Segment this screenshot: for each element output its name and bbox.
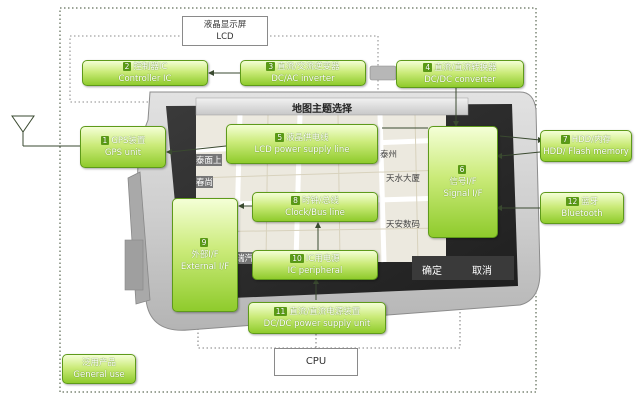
- component-number: 7: [560, 135, 570, 144]
- component-cn: 蓝牙: [581, 197, 599, 207]
- map-place-label: 泰州: [380, 150, 398, 160]
- general-use-cn: 泛用产品: [81, 358, 116, 368]
- map-place-label: 天安数码: [386, 220, 421, 230]
- general-use-legend: 泛用产品 General use: [62, 354, 136, 384]
- cpu-label: CPU: [305, 356, 327, 367]
- component-cn: 直流/直流转换器: [434, 63, 497, 73]
- lcd-label-box: 液晶显示屏 LCD: [182, 16, 268, 46]
- component-en: IC peripheral: [287, 266, 343, 276]
- component-cn: 液晶供电线: [286, 133, 329, 143]
- map-title: 地图主题选择: [292, 104, 352, 115]
- cpu-label-box: CPU: [274, 348, 358, 376]
- component-cn: 时钟/总线: [301, 196, 339, 206]
- component-number: 1: [100, 136, 110, 145]
- lcd-label-en: LCD: [216, 32, 234, 42]
- component-en: HDD/ Flash memory: [543, 147, 629, 157]
- component-number: 10: [290, 254, 304, 263]
- component-cn: HDD/内存: [571, 135, 612, 145]
- component-en: Clock/Bus line: [285, 208, 345, 218]
- map-place-label: 天水大厦: [386, 174, 421, 184]
- component-cn: 直流/交流逆变器: [277, 62, 340, 72]
- map-bottom-bar: [412, 256, 514, 280]
- component-en: Controller IC: [118, 74, 172, 84]
- map-title-bar: [195, 97, 469, 116]
- general-use-en: General use: [73, 370, 125, 380]
- map-cancel-button[interactable]: 取消: [472, 266, 492, 277]
- device-top-nub: [369, 65, 397, 81]
- component-number: 5: [275, 133, 285, 142]
- component-en: DC/DC power supply unit: [263, 319, 371, 329]
- component-number: 2: [122, 62, 132, 71]
- component-number: 3: [266, 62, 276, 71]
- component-en: Bluetooth: [561, 209, 603, 219]
- component-cn: 信号I/F: [449, 177, 477, 187]
- component-signal-if: 6 信号I/F Signal I/F: [428, 126, 498, 238]
- component-number: 9: [199, 238, 209, 247]
- component-en: External I/F: [180, 262, 230, 272]
- component-number: 4: [423, 63, 433, 72]
- component-en: GPS unit: [104, 148, 142, 158]
- map-confirm-button[interactable]: 确定: [422, 266, 442, 277]
- component-number: 12: [565, 197, 580, 206]
- lcd-label-cn: 液晶显示屏: [203, 20, 247, 30]
- map-left-label: 春尚: [196, 176, 214, 188]
- connector-lines: [169, 72, 541, 300]
- map-left-label: 泰面上: [196, 154, 222, 166]
- component-en: Signal I/F: [443, 189, 483, 199]
- component-en: LCD power supply line: [254, 145, 350, 155]
- component-cn: IC用电源: [305, 254, 340, 264]
- component-cn: 外部I/F: [191, 250, 219, 260]
- component-cn: 控制器IC: [133, 62, 168, 72]
- component-en: DC/DC converter: [424, 75, 496, 85]
- device-mount-base: [124, 239, 144, 291]
- component-number: 11: [273, 307, 288, 316]
- component-external-if: 9 外部I/F External I/F: [172, 198, 238, 312]
- component-en: DC/AC inverter: [271, 74, 335, 84]
- component-cn: 直流/直流电源装置: [289, 307, 361, 317]
- component-number: 6: [457, 165, 467, 174]
- component-cn: GPS装置: [111, 136, 146, 146]
- antenna-icon: [11, 115, 80, 147]
- component-number: 8: [291, 196, 300, 205]
